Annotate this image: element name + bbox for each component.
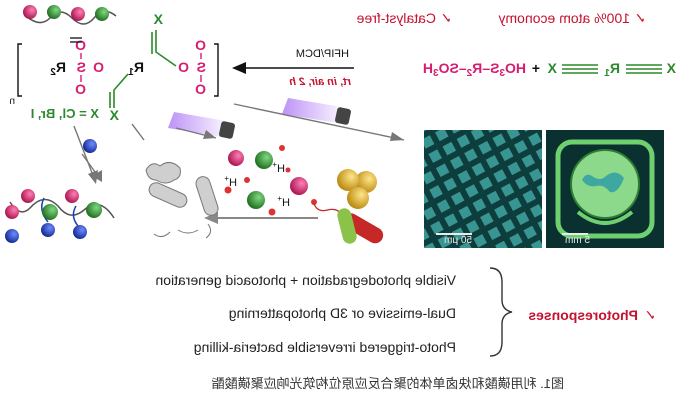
feature-catalyst-free: ✓ Catalyst-free bbox=[356, 10, 452, 26]
reaction-arrow: HFIP/DCM rt, in air, 2 h bbox=[232, 48, 354, 88]
light-beam-left bbox=[282, 98, 351, 125]
polymer-s-right: S bbox=[77, 59, 86, 75]
check-mark-icon: ✓ bbox=[440, 10, 452, 26]
mirrored-figure: ✓ 100% atom economy ✓ Catalyst-free X R1… bbox=[5, 5, 676, 391]
scale-bar-label: 5 mm bbox=[565, 235, 590, 246]
bead-chain-top bbox=[23, 5, 117, 43]
photoacid-cluster: H+ H+ H+ bbox=[224, 145, 317, 216]
polymer-s-left: S bbox=[197, 59, 206, 75]
monomer-equation: X R1 X + HO3S–R2–SO3H bbox=[423, 60, 676, 79]
fluorescence-image-circle: 5 mm bbox=[546, 130, 664, 248]
proton-label: H+ bbox=[272, 160, 285, 175]
polymer-o-link: O bbox=[178, 59, 189, 75]
photoresponse-item: Photo-triggered irreversible bacteria-ki… bbox=[194, 339, 456, 355]
brace-icon bbox=[489, 267, 513, 357]
flashlight-icon bbox=[335, 107, 351, 125]
feature-atom-economy: ✓ 100% atom economy bbox=[498, 10, 646, 26]
polymer-o-link-2: O bbox=[93, 59, 104, 75]
polymer-x-top: X bbox=[153, 11, 163, 27]
arrow-kill bbox=[204, 212, 318, 224]
check-mark-icon: ✓ bbox=[644, 307, 656, 323]
pointer-line bbox=[233, 103, 405, 141]
arrowhead-icon bbox=[232, 62, 246, 74]
photoresponse-item: Dual-emissive or 3D photopatterning bbox=[229, 305, 456, 321]
polymer-o: O bbox=[75, 37, 86, 53]
polymer-o: O bbox=[75, 81, 86, 97]
light-beam-right bbox=[168, 112, 235, 139]
flashlight-icon bbox=[219, 121, 235, 139]
polymer-structure: n S O O O X R1 X O S O O R2 X = Cl, Br bbox=[9, 11, 219, 123]
monomer-x-left: X bbox=[666, 60, 676, 76]
polymer-r1: R1 bbox=[128, 59, 144, 78]
plus-sign: + bbox=[532, 60, 540, 76]
photoresponse-item: Visible photodegradation + photoacid gen… bbox=[155, 272, 456, 288]
photoresponses-title: Photoresponses bbox=[528, 307, 638, 323]
bacteria-live bbox=[312, 169, 384, 244]
monomer-x-right: X bbox=[547, 60, 557, 76]
polymer-x-bottom: X bbox=[109, 107, 119, 123]
proton-label: H+ bbox=[224, 174, 237, 189]
conditions-solvent: HFIP/DCM bbox=[296, 48, 349, 60]
feature-label: Catalyst-free bbox=[356, 10, 436, 26]
sulfonic-acid-monomer: HO3S–R2–SO3H bbox=[423, 60, 526, 79]
scale-bar-label: 50 μm bbox=[444, 235, 472, 246]
bracket-n: n bbox=[9, 96, 15, 107]
proton-label: H+ bbox=[277, 194, 290, 209]
degradation-arrow-left bbox=[81, 153, 102, 182]
alkyne-r1: R1 bbox=[604, 60, 620, 79]
polymer-r2: R2 bbox=[50, 59, 66, 78]
conditions-time: rt, in air, 2 h bbox=[289, 76, 351, 88]
x-definition: X = Cl, Br, I bbox=[31, 106, 99, 121]
check-mark-icon: ✓ bbox=[634, 10, 646, 26]
feature-label: 100% atom economy bbox=[498, 10, 630, 26]
fluorescence-image-grid: 50 μm bbox=[424, 130, 542, 248]
bacteria-dead bbox=[145, 162, 219, 239]
triple-bond-icon bbox=[562, 64, 598, 74]
polymer-o: O bbox=[195, 81, 206, 97]
bead-chain-bottom bbox=[5, 189, 115, 243]
free-bead bbox=[83, 139, 97, 153]
polymer-o: O bbox=[195, 37, 206, 53]
photoresponses-section: ✓ Photoresponses Visible photodegradatio… bbox=[155, 267, 656, 357]
figure-caption: 图1. 利用磺酸和炔卤单体的聚合反应原位构筑光响应聚磺酸酯 bbox=[212, 376, 564, 391]
triple-bond-icon bbox=[626, 64, 662, 74]
